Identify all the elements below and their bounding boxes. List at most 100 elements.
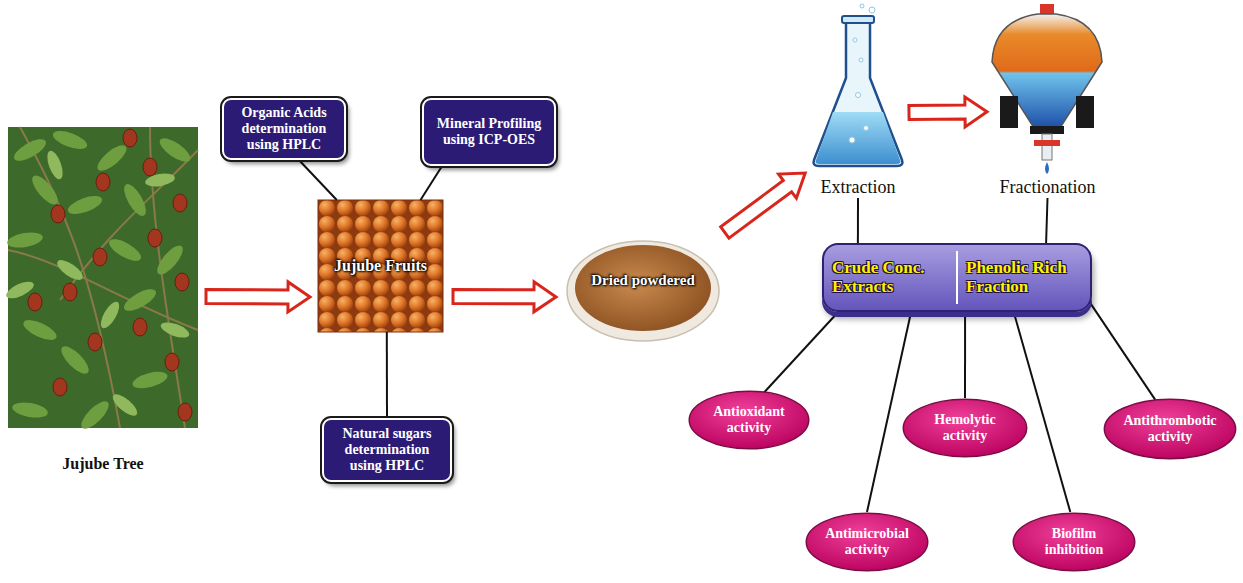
illustration-part bbox=[93, 248, 107, 266]
illustration-part bbox=[8, 127, 198, 428]
node-label: Jujube Fruits bbox=[334, 257, 427, 275]
icon-label: Jujube Tree bbox=[62, 455, 143, 473]
illustration-part bbox=[849, 4, 875, 143]
illustration-part bbox=[1000, 96, 1018, 128]
node-label: Dried powdered bbox=[591, 272, 694, 289]
illustration-part bbox=[120, 181, 150, 219]
photo-box: Dried powdered bbox=[566, 236, 720, 342]
illustration-part bbox=[21, 316, 60, 344]
illustration-part bbox=[8, 127, 198, 428]
illustration-part bbox=[859, 58, 863, 62]
illustration-part bbox=[53, 378, 67, 396]
illustration-part bbox=[97, 299, 122, 331]
illustration-part bbox=[992, 14, 1102, 128]
illustration-part bbox=[816, 112, 901, 164]
connector-line bbox=[1046, 198, 1047, 243]
connector-line bbox=[857, 198, 859, 243]
ellipse-shape bbox=[806, 513, 928, 571]
photo-box: Jujube Fruits bbox=[318, 200, 443, 332]
illustration-part bbox=[51, 127, 90, 152]
illustration-part bbox=[123, 129, 137, 147]
illustration-part bbox=[66, 192, 105, 217]
activity-ellipse: Biofilm inhibition bbox=[1012, 512, 1136, 572]
illustration-part bbox=[156, 134, 194, 166]
illustration-part bbox=[106, 235, 144, 265]
icon-node: Extraction bbox=[810, 8, 906, 198]
illustration-part bbox=[159, 319, 191, 341]
connector-line bbox=[1089, 302, 1155, 400]
flask-icon bbox=[814, 4, 903, 166]
illustration-part bbox=[88, 333, 102, 351]
illustration-part bbox=[143, 158, 157, 176]
illustration-part bbox=[1045, 162, 1049, 174]
powder-bowl bbox=[567, 241, 719, 341]
node-label: Hemolytic activity bbox=[920, 412, 1011, 443]
node-label: Organic Acids determination using HPLC bbox=[231, 105, 337, 153]
activity-ellipse: Antioxidant activity bbox=[688, 390, 810, 450]
block-arrow bbox=[453, 282, 556, 312]
illustration-part bbox=[96, 173, 110, 191]
connector-line bbox=[867, 312, 911, 512]
ellipse-shape bbox=[1104, 399, 1235, 459]
node-label: Mineral Profiling using ICP-OES bbox=[431, 116, 547, 148]
illustration-part bbox=[318, 200, 443, 332]
block-arrow bbox=[909, 97, 987, 127]
illustration-part bbox=[1042, 134, 1052, 160]
block-arrow bbox=[721, 173, 806, 238]
icon-node: Fractionation bbox=[990, 2, 1105, 198]
illustration-part bbox=[849, 137, 855, 143]
illustration-part bbox=[121, 285, 159, 315]
illustration-part bbox=[63, 283, 77, 301]
activity-ellipse: Antithrombotic activity bbox=[1103, 398, 1237, 460]
node-label: Antimicrobial activity bbox=[823, 526, 912, 557]
separating-funnel-icon bbox=[992, 4, 1102, 174]
node-label: Crude Conc. Extracts bbox=[824, 255, 956, 300]
illustration-part bbox=[28, 293, 42, 311]
illustration-part bbox=[131, 369, 169, 392]
connector-line bbox=[964, 312, 966, 398]
process-box: Mineral Profiling using ICP-OES bbox=[422, 98, 556, 166]
illustration-part bbox=[28, 129, 192, 421]
illustration-part bbox=[175, 273, 189, 291]
icon-label: Extraction bbox=[821, 177, 896, 198]
ellipse-shape bbox=[903, 399, 1026, 457]
illustration-part bbox=[1034, 140, 1060, 146]
illustration-part bbox=[44, 149, 66, 181]
illustration-part bbox=[173, 194, 187, 212]
illustration-part bbox=[1030, 126, 1064, 134]
process-box: Natural sugars determination using HPLC bbox=[322, 418, 452, 482]
illustration-part bbox=[77, 397, 112, 432]
illustration-part bbox=[165, 353, 179, 371]
block-arrow bbox=[206, 282, 310, 312]
illustration-part bbox=[133, 318, 147, 336]
connector-line bbox=[1014, 312, 1071, 512]
band-divider bbox=[956, 251, 958, 304]
connector-line bbox=[764, 312, 839, 393]
illustration-part bbox=[11, 135, 49, 165]
illustration-part bbox=[869, 7, 875, 13]
node-label: Antithrombotic activity bbox=[1123, 413, 1218, 444]
illustration-part bbox=[11, 400, 49, 420]
illustration-part bbox=[178, 403, 192, 421]
node-label: Antioxidant activity bbox=[705, 404, 793, 435]
illustration-part bbox=[4, 149, 191, 419]
photo-caption: Jujube Tree bbox=[8, 127, 198, 473]
illustration-part bbox=[575, 245, 711, 331]
ellipse-shape bbox=[1013, 513, 1135, 571]
ellipse-shape bbox=[689, 391, 809, 449]
illustration-part bbox=[57, 342, 92, 377]
illustration-part bbox=[6, 230, 44, 250]
illustration-part bbox=[1040, 4, 1054, 14]
illustration-part bbox=[856, 93, 861, 98]
illustration-part bbox=[860, 4, 864, 8]
node-label: Natural sugars determination using HPLC bbox=[331, 426, 443, 474]
icon-label: Fractionation bbox=[1000, 177, 1096, 198]
connector-line bbox=[299, 160, 337, 200]
illustration-part bbox=[567, 241, 719, 341]
tree-photo bbox=[4, 127, 198, 433]
illustration-part bbox=[814, 22, 903, 166]
illustration-part bbox=[1076, 96, 1094, 128]
connector-line bbox=[421, 166, 443, 200]
illustration-part bbox=[148, 229, 162, 247]
